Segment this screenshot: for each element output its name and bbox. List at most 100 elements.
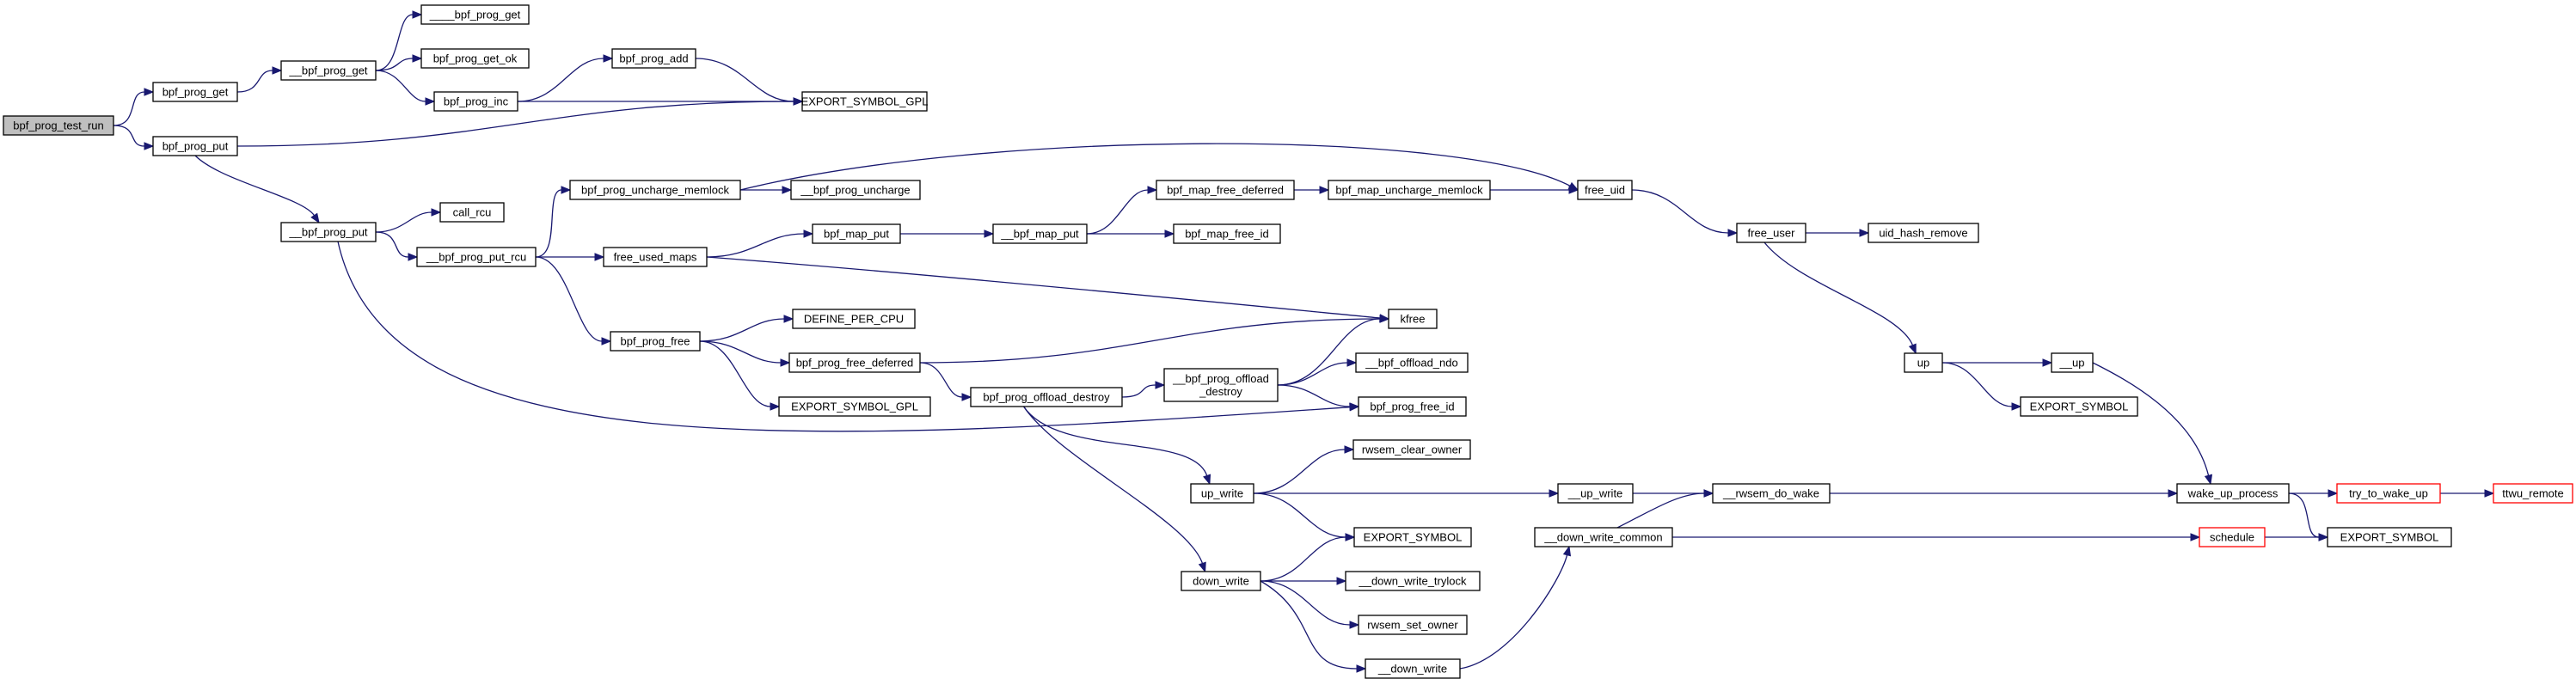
edge-arrow — [194, 155, 320, 224]
node-up[interactable]: up — [1904, 352, 1943, 373]
node-up[interactable]: __up — [2051, 352, 2094, 373]
node-ttwu-remote[interactable]: ttwu_remote — [2493, 483, 2573, 504]
node-label: bpf_prog_inc — [444, 95, 509, 108]
node-box — [1577, 180, 1633, 200]
node-bpf-prog-get[interactable]: ____bpf_prog_get — [420, 4, 530, 25]
node-bpf-prog-put[interactable]: __bpf_prog_put — [280, 222, 377, 242]
edge-arrow — [1830, 489, 2179, 498]
node-label: EXPORT_SYMBOL — [2340, 531, 2439, 544]
arrowhead — [1319, 186, 1330, 194]
arrowhead — [780, 358, 791, 367]
node-call-rcu[interactable]: call_rcu — [439, 202, 505, 223]
node-define-per-cpu[interactable]: DEFINE_PER_CPU — [792, 309, 916, 329]
node-schedule[interactable]: schedule — [2199, 527, 2266, 547]
node-label: call_rcu — [453, 206, 492, 219]
node-box — [569, 180, 741, 200]
node-box — [1736, 223, 1806, 243]
node-box — [778, 396, 931, 417]
node-bpf-prog-put-rcu[interactable]: __bpf_prog_put_rcu — [416, 247, 537, 267]
node-box — [1868, 223, 1979, 243]
node-bpf-prog-add[interactable]: bpf_prog_add — [611, 48, 696, 69]
node-up-write[interactable]: up_write — [1190, 483, 1254, 504]
node-box — [970, 387, 1123, 407]
node-bpf-prog-uncharge-memlock[interactable]: bpf_prog_uncharge_memlock — [569, 180, 741, 200]
node-layer: bpf_prog_test_runbpf_prog_getbpf_prog_pu… — [3, 4, 2573, 679]
arrowhead — [984, 229, 995, 238]
node-label: up_write — [1201, 487, 1243, 500]
node-uid-hash-remove[interactable]: uid_hash_remove — [1868, 223, 1979, 243]
node-bpf-prog-put[interactable]: bpf_prog_put — [152, 136, 238, 156]
node-label: bpf_prog_uncharge_memlock — [581, 184, 729, 197]
node-rwsem-clear-owner[interactable]: rwsem_clear_owner — [1352, 439, 1471, 460]
node-bpf-map-free-deferred[interactable]: bpf_map_free_deferred — [1156, 180, 1295, 200]
arrowhead — [1549, 489, 1560, 498]
node-bpf-prog-offload-destroy[interactable]: __bpf_prog_offload_destroy — [1163, 368, 1279, 402]
node-label: bpf_prog_put — [163, 140, 229, 153]
arrowhead — [2168, 489, 2179, 498]
node-box — [1355, 352, 1469, 373]
node-bpf-prog-get-ok[interactable]: bpf_prog_get_ok — [420, 48, 530, 69]
node-rwsem-do-wake[interactable]: __rwsem_do_wake — [1712, 483, 1831, 504]
node-bpf-map-put[interactable]: bpf_map_put — [812, 223, 901, 244]
node-free-uid[interactable]: free_uid — [1577, 180, 1633, 200]
node-bpf-prog-free[interactable]: bpf_prog_free — [610, 331, 701, 352]
node-box — [433, 91, 518, 112]
node-box — [1557, 483, 1634, 504]
node-label: bpf_prog_offload_destroy — [983, 391, 1110, 404]
edge-arrow — [536, 253, 605, 261]
node-box — [1358, 396, 1467, 417]
node-rwsem-set-owner[interactable]: rwsem_set_owner — [1358, 615, 1468, 635]
node-kfree[interactable]: kfree — [1388, 309, 1438, 329]
node-bpf-map-free-id[interactable]: bpf_map_free_id — [1173, 223, 1281, 244]
arrowhead — [1198, 561, 1206, 573]
node-label: __bpf_prog_put — [288, 226, 367, 239]
arrowhead — [1344, 445, 1355, 454]
node-free-user[interactable]: free_user — [1736, 223, 1806, 243]
edge-arrow — [695, 58, 804, 106]
node-wake-up-process[interactable]: wake_up_process — [2176, 483, 2290, 504]
node-export-symbol-up[interactable]: EXPORT_SYMBOL — [2020, 396, 2138, 417]
node-bpf-map-uncharge-memlock[interactable]: bpf_map_uncharge_memlock — [1328, 180, 1491, 200]
node-export-symbol-gpl-1[interactable]: EXPORT_SYMBOL_GPL — [801, 91, 929, 112]
node-free-used-maps[interactable]: free_used_maps — [603, 247, 708, 267]
edge-arrow — [1253, 492, 1356, 541]
node-bpf-prog-uncharge[interactable]: __bpf_prog_uncharge — [790, 180, 921, 200]
node-bpf-prog-inc[interactable]: bpf_prog_inc — [433, 91, 518, 112]
arrowhead — [783, 315, 794, 323]
node-try-to-wake-up[interactable]: try_to_wake_up — [2336, 483, 2441, 504]
node-export-symbol-gpl-2[interactable]: EXPORT_SYMBOL_GPL — [778, 396, 931, 417]
node-bpf-prog-get[interactable]: __bpf_prog_get — [280, 60, 377, 81]
node-up-write[interactable]: __up_write — [1557, 483, 1634, 504]
node-down-write-common[interactable]: __down_write_common — [1534, 527, 1673, 547]
node-box — [1163, 368, 1279, 402]
edge-arrow — [1277, 315, 1390, 386]
arrowhead — [770, 402, 781, 411]
node-label: try_to_wake_up — [2349, 487, 2428, 500]
node-down-write-trylock[interactable]: __down_write_trylock — [1345, 571, 1481, 591]
edge-layer — [113, 10, 2495, 673]
node-bpf-prog-offload-destroy[interactable]: bpf_prog_offload_destroy — [970, 387, 1123, 407]
node-label: __up_write — [1567, 487, 1623, 500]
node-box — [152, 136, 238, 156]
node-box — [1712, 483, 1831, 504]
node-box — [3, 115, 114, 136]
node-export-symbol-mid[interactable]: EXPORT_SYMBOL — [1353, 527, 1472, 547]
arrowhead — [1356, 664, 1367, 673]
node-down-write[interactable]: __down_write — [1365, 658, 1461, 679]
edge-arrow — [1277, 384, 1360, 411]
edge-arrow — [1631, 189, 1739, 237]
arrowhead — [1203, 474, 1211, 486]
node-label: bpf_prog_get — [163, 86, 229, 99]
arrowhead — [782, 186, 793, 194]
edge-arrow — [1277, 358, 1358, 386]
node-bpf-prog-get[interactable]: bpf_prog_get — [152, 82, 238, 102]
node-bpf-prog-free-id[interactable]: bpf_prog_free_id — [1358, 396, 1467, 417]
node-down-write[interactable]: down_write — [1181, 571, 1261, 591]
node-label: ____bpf_prog_get — [429, 9, 521, 21]
node-bpf-offload-ndo[interactable]: __bpf_offload_ndo — [1355, 352, 1469, 373]
node-bpf-map-put[interactable]: __bpf_map_put — [992, 223, 1088, 244]
arrowhead — [2042, 358, 2053, 367]
node-bpf-prog-free-deferred[interactable]: bpf_prog_free_deferred — [788, 352, 921, 373]
node-export-symbol-right[interactable]: EXPORT_SYMBOL — [2327, 527, 2452, 547]
node-box — [2176, 483, 2290, 504]
